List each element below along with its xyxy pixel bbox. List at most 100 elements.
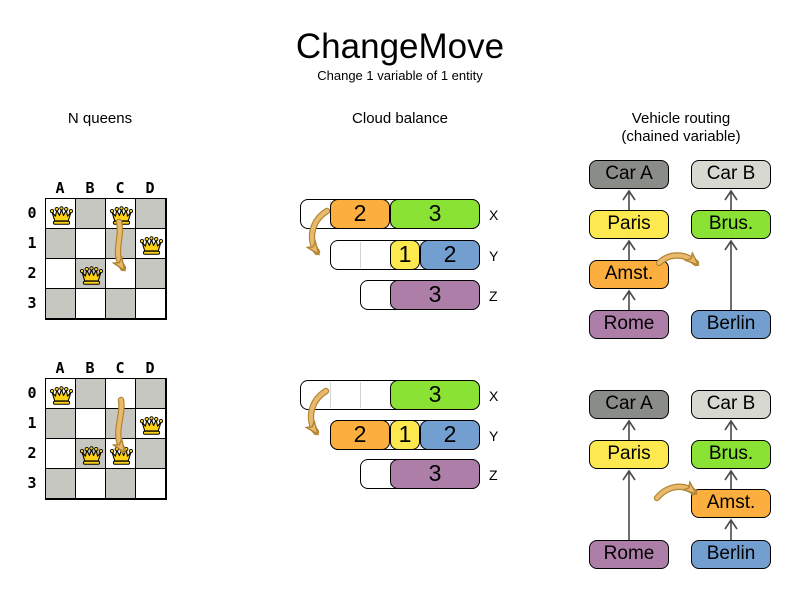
vr-node-amst-after: Amst. [691,489,771,518]
board-cell [76,409,106,439]
board-cell [106,229,136,259]
process-block: 1 [390,240,420,270]
board-cell [76,289,106,319]
nqueens-board-before [45,198,167,320]
vr-node-brus-before: Brus. [691,210,771,239]
queen-icon [109,446,133,465]
vr-node-berlin-after: Berlin [691,540,771,569]
section-header-vehicle-line1: Vehicle routing [631,110,731,127]
section-header-nqueens: N queens [67,110,133,127]
chain-link-rome-paris [622,469,636,540]
board-cell [46,229,76,259]
section-header-vehicle-line2: (chained variable) [621,128,741,145]
board-col-label: D [145,359,155,377]
board-cell [46,259,76,289]
board-row-label: 0 [27,384,37,402]
chain-link-amst-brus [724,469,738,489]
board-cell [106,409,136,439]
board-cell [106,289,136,319]
computer-label-X: X [489,207,499,223]
board-cell [136,289,166,319]
board-row-label: 2 [27,264,37,282]
process-block: 3 [390,199,480,229]
board-cell [76,469,106,499]
board-col-label: C [115,179,125,197]
chain-link-paris-carA [622,419,636,440]
chain-links-before [622,189,738,310]
board-col-label: C [115,359,125,377]
vr-node-carA-after: Car A [589,390,669,419]
board-cell [76,199,106,229]
board-cell [76,379,106,409]
chain-link-berlin-amst [724,518,738,540]
section-header-vehicle: Vehicle routing (chained variable) [606,110,756,146]
board-cell [46,439,76,469]
queen-icon [139,416,163,435]
board-cell [106,469,136,499]
chain-link-paris-carA [622,189,636,210]
vr-node-amst-before: Amst. [589,260,669,289]
capacity-tick [329,382,331,408]
board-row-label: 3 [27,294,37,312]
process-block: 2 [330,420,390,450]
board-col-label: A [55,179,65,197]
computer-label-Z: Z [489,288,498,304]
board-col-label: B [85,179,95,197]
board-cell [136,259,166,289]
vr-node-carA-before: Car A [589,160,669,189]
board-cell [46,409,76,439]
board-cell [46,289,76,319]
process-block: 3 [390,280,480,310]
board-cell [106,379,136,409]
queen-icon [109,206,133,225]
board-row-label: 1 [27,414,37,432]
board-cell [136,379,166,409]
board-cell [76,229,106,259]
capacity-tick [359,382,361,408]
process-block: 2 [420,240,480,270]
move-arrow-vehicle-after [655,487,694,500]
chain-link-berlin-brus [724,239,738,310]
chain-link-brus-carB [724,189,738,210]
process-block: 3 [390,380,480,410]
vr-node-carB-after: Car B [691,390,771,419]
queen-icon [49,206,73,225]
vr-node-paris-before: Paris [589,210,669,239]
vr-node-rome-after: Rome [589,540,669,569]
process-block: 3 [390,459,480,489]
board-row-label: 1 [27,234,37,252]
capacity-tick [359,242,361,268]
vr-node-rome-before: Rome [589,310,669,339]
process-block: 2 [420,420,480,450]
vr-node-berlin-before: Berlin [691,310,771,339]
computer-label-X: X [489,388,499,404]
chain-links-after [622,419,738,540]
board-row-label: 0 [27,204,37,222]
board-cell [106,259,136,289]
board-cell [136,199,166,229]
computer-label-Y: Y [489,248,499,264]
chain-link-rome-amst [622,289,636,310]
computer-label-Y: Y [489,428,499,444]
board-cell [136,439,166,469]
queen-icon [49,386,73,405]
queen-icon [79,446,103,465]
chain-link-amst-paris [622,239,636,260]
process-block: 1 [390,420,420,450]
section-header-cloud: Cloud balance [352,110,448,127]
queen-icon [139,236,163,255]
nqueens-board-after [45,378,167,500]
board-cell [136,469,166,499]
queen-icon [79,266,103,285]
vr-node-brus-after: Brus. [691,440,771,469]
board-col-label: D [145,179,155,197]
process-block: 2 [330,199,390,229]
page-title: ChangeMove [295,27,505,66]
board-cell [46,469,76,499]
computer-label-Z: Z [489,467,498,483]
vr-node-paris-after: Paris [589,440,669,469]
board-row-label: 3 [27,474,37,492]
page-subtitle: Change 1 variable of 1 entity [317,68,483,83]
chain-link-brus-carB [724,419,738,440]
